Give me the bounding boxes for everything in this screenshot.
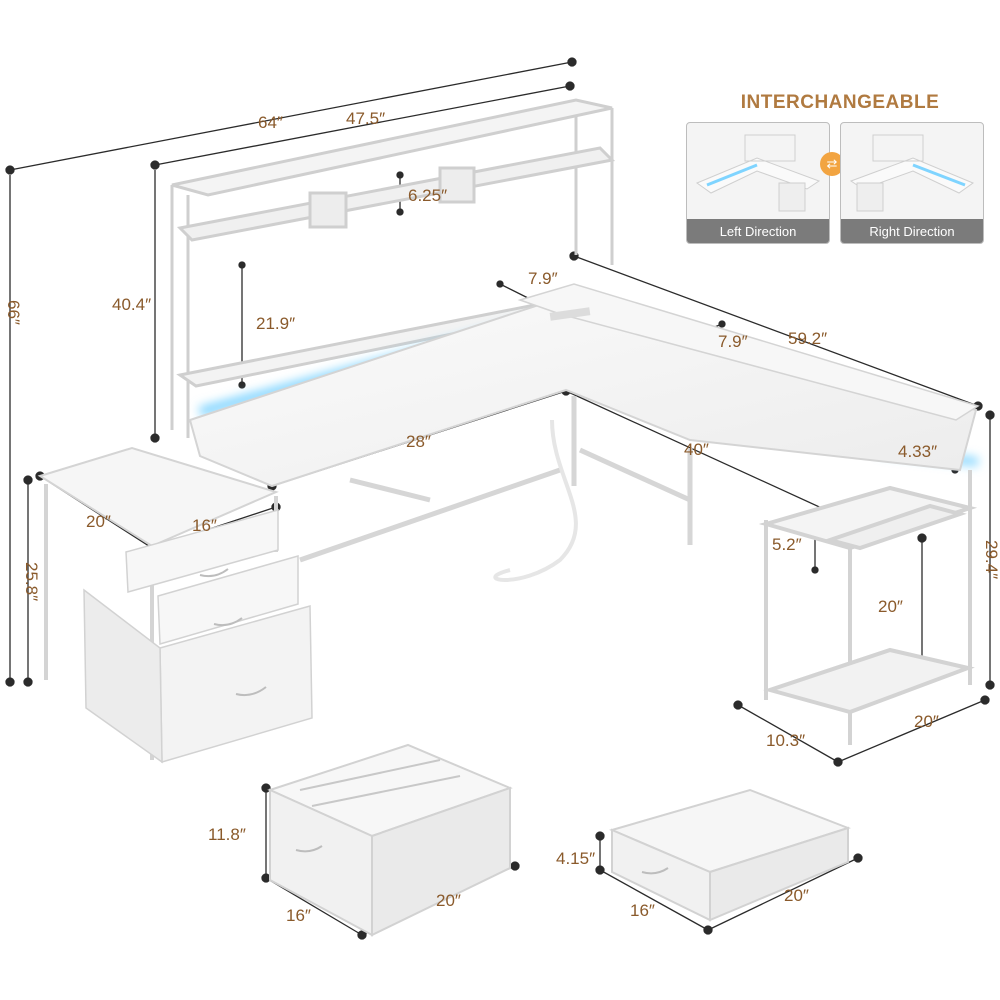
dim-left-desk-depth: 28″ [406, 432, 431, 451]
drawer-box [609, 788, 852, 922]
file-cabinet [37, 446, 313, 764]
interchangeable-title: INTERCHANGEABLE [740, 92, 940, 113]
dim-hutch-gap: 21.9″ [256, 314, 296, 333]
file-drawer-box [267, 743, 513, 937]
dim-right-length: 59.2″ [788, 329, 828, 348]
dim-drawer-height: 4.15″ [556, 849, 596, 868]
dim-stand-height: 4.33″ [898, 442, 938, 461]
dim-cabinet-width: 16″ [192, 516, 217, 535]
left-direction-caption: Left Direction [687, 219, 829, 243]
dim-hutch-width: 47.5″ [346, 109, 386, 128]
dimension-lines [5, 57, 995, 940]
right-direction-panel: Right Direction [840, 122, 984, 244]
dim-shelf-unit-width: 10.3″ [766, 731, 806, 750]
left-direction-thumbnail [695, 134, 821, 212]
dim-shelf-height: 6.25″ [408, 186, 448, 205]
left-direction-panel: Left Direction [686, 122, 830, 244]
dim-right-desk-depth: 40″ [684, 440, 709, 459]
dim-monitor-stand-depth-right: 7.9″ [718, 332, 748, 351]
dim-total-height: 66″ [4, 300, 23, 325]
shelf-unit [758, 470, 978, 745]
dim-file-drawer-height: 11.8″ [208, 825, 246, 844]
power-cord [493, 419, 578, 582]
dim-desk-height: 29.4″ [982, 540, 1000, 580]
dim-drawer-depth: 20″ [784, 886, 809, 905]
dim-hutch-height: 40.4″ [112, 295, 152, 314]
hutch [170, 98, 616, 438]
dim-shelf-height-lower: 20″ [878, 597, 903, 616]
desk-top [188, 283, 980, 488]
dim-total-width: 64″ [258, 113, 283, 132]
dim-file-drawer-depth: 20″ [436, 891, 461, 910]
dim-cabinet-depth: 20″ [86, 512, 111, 531]
right-direction-thumbnail [849, 134, 975, 212]
desk-frame [299, 396, 693, 563]
dim-cabinet-height: 25.8″ [22, 562, 41, 602]
dim-drawer-width: 16″ [630, 901, 655, 920]
right-direction-caption: Right Direction [841, 219, 983, 243]
dim-shelf-unit-depth: 20″ [914, 712, 939, 731]
dim-file-drawer-width: 16″ [286, 906, 311, 925]
dim-monitor-stand-depth-left: 7.9″ [528, 269, 558, 288]
dim-shelf-gap: 5.2″ [772, 535, 802, 554]
